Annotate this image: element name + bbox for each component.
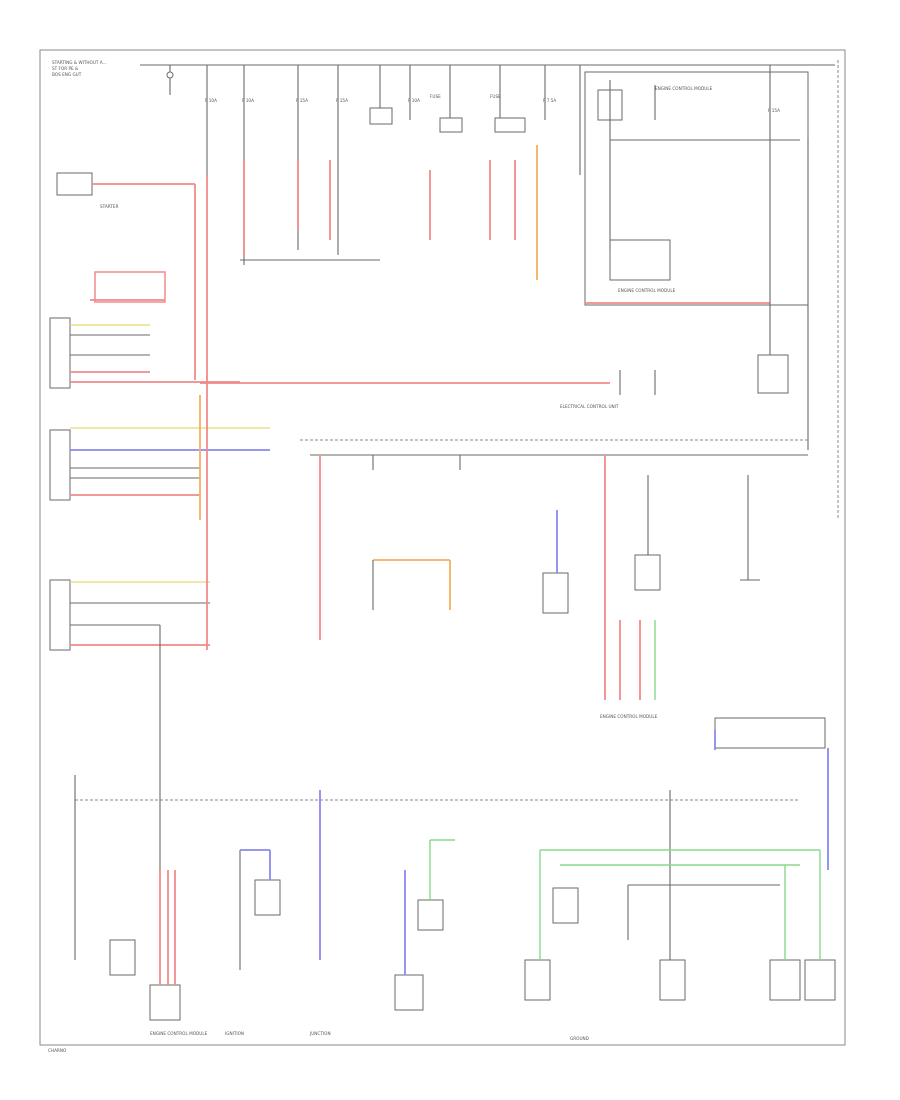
left-connector-stack-1 — [49, 271, 240, 389]
engine-ctrl-top-label: ENGINE CONTROL MODULE — [655, 86, 713, 91]
junction-label: JUNCTION — [309, 1031, 331, 1036]
svg-text:F 15A: F 15A — [768, 108, 780, 113]
top-fuse-drops: F 10A F 10A F 15A F 15A F 10A F 7.5A F 1… — [166, 65, 780, 300]
top-left-label-2: ST FOR PE & — [52, 66, 79, 71]
engine-ctrl-right-label: ENGINE CONTROL MODULE — [600, 714, 658, 719]
outer-frame — [39, 49, 846, 1046]
svg-text:F 15A: F 15A — [336, 98, 348, 103]
fuse-label-b: FUSE — [490, 94, 501, 99]
ground-label: GROUND — [570, 1036, 589, 1041]
ignition-label: IGNITION — [225, 1031, 244, 1036]
engine-ctrl-bottom-label: ENGINE CONTROL MODULE — [150, 1031, 208, 1036]
engine-ctrl-mid-label: ENGINE CONTROL MODULE — [618, 288, 676, 293]
left-connector-stack-3 — [49, 579, 210, 760]
footer-left: CHARNO — [48, 1048, 67, 1053]
top-left-label-3: BOS ENG GUT — [52, 72, 82, 77]
starter-box — [56, 172, 93, 196]
electrical-ctrl-label: ELECTRICAL CONTROL UNIT — [560, 404, 619, 409]
fuse-label-a: FUSE — [430, 94, 441, 99]
engine-control-block-top — [584, 71, 809, 306]
top-left-label: STARTING & WITHOUT A... — [52, 60, 107, 65]
left-connector-stack-2 — [49, 427, 270, 501]
middle-section — [319, 455, 760, 700]
relay-box-1 — [439, 117, 463, 133]
svg-text:F 10A: F 10A — [408, 98, 420, 103]
svg-text:F 10A: F 10A — [242, 98, 254, 103]
svg-text:F 10A: F 10A — [205, 98, 217, 103]
bottom-components — [109, 839, 836, 1021]
svg-text:F 15A: F 15A — [296, 98, 308, 103]
right-lower-module — [714, 717, 826, 749]
relay-box-2 — [494, 117, 526, 133]
right-module-box — [757, 354, 789, 394]
starter-label: STARTER — [100, 204, 119, 209]
switch-box — [369, 107, 393, 125]
svg-text:F 7.5A: F 7.5A — [543, 98, 556, 103]
